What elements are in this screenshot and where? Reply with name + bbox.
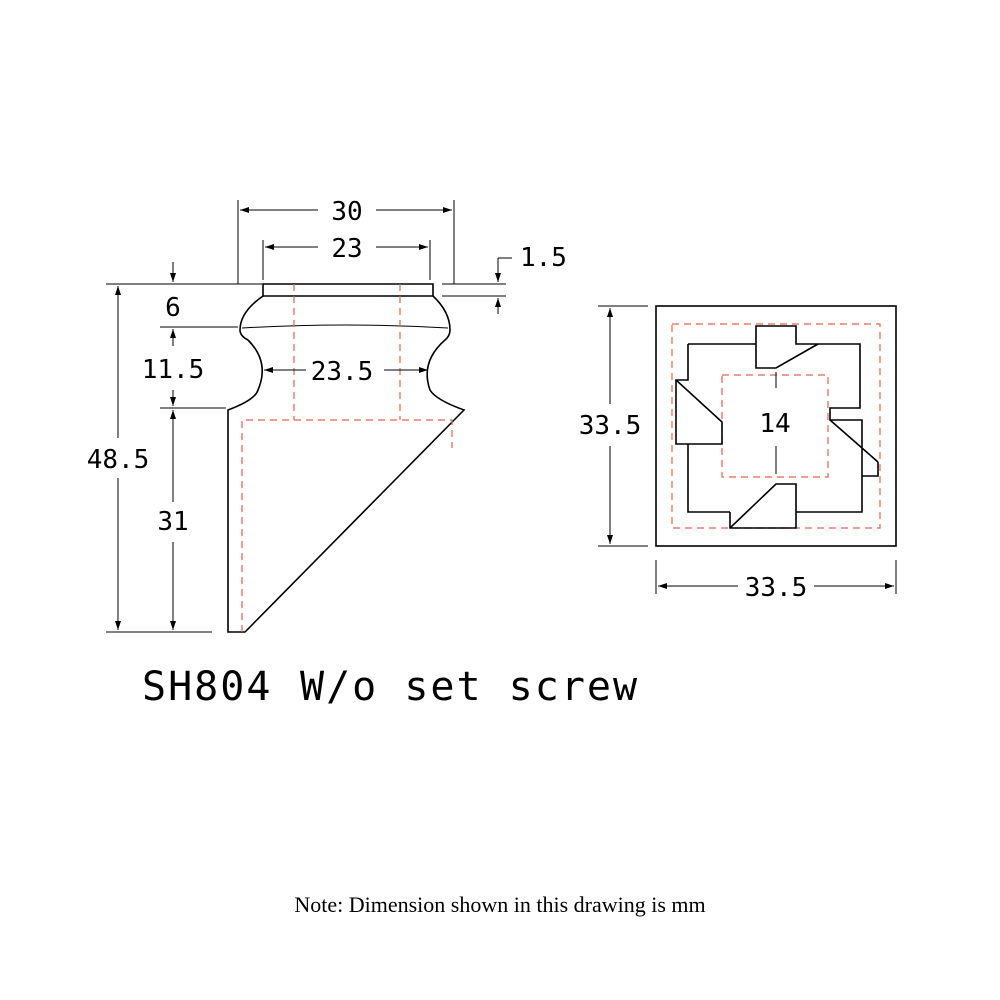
dim-collar-height: 6: [165, 293, 181, 323]
dim-neck-height: 11.5: [142, 355, 205, 385]
plan-view-dimensions: 33.5 33.5: [579, 305, 897, 603]
dim-top-width: 30: [331, 197, 362, 227]
dim-top-inner-width: 23: [331, 234, 362, 264]
hidden-shoe-cavity: [241, 419, 453, 632]
variant-label: W/o set screw: [300, 664, 639, 710]
side-view-dimensions: 30 23 1.5 6 11.5 23.5 48.5: [87, 197, 567, 633]
plan-pinwheel-profile: [675, 325, 879, 529]
dim-cap-thickness: 1.5: [520, 243, 567, 273]
units-note: Note: Dimension shown in this drawing is…: [294, 892, 705, 917]
plan-outer-square: [655, 305, 897, 547]
dim-bore: 14: [759, 409, 790, 439]
dim-plan-height: 33.5: [579, 411, 642, 441]
dim-plan-width: 33.5: [745, 573, 808, 603]
plan-view: 14: [655, 305, 897, 547]
side-view: [227, 283, 466, 633]
dim-overall-height: 48.5: [87, 445, 150, 475]
side-view-outline: [227, 283, 466, 633]
collar-edge: [241, 324, 449, 329]
dim-neck-width: 23.5: [311, 357, 374, 387]
dim-shoe-height: 31: [157, 507, 188, 537]
model-number: SH804: [142, 664, 272, 710]
